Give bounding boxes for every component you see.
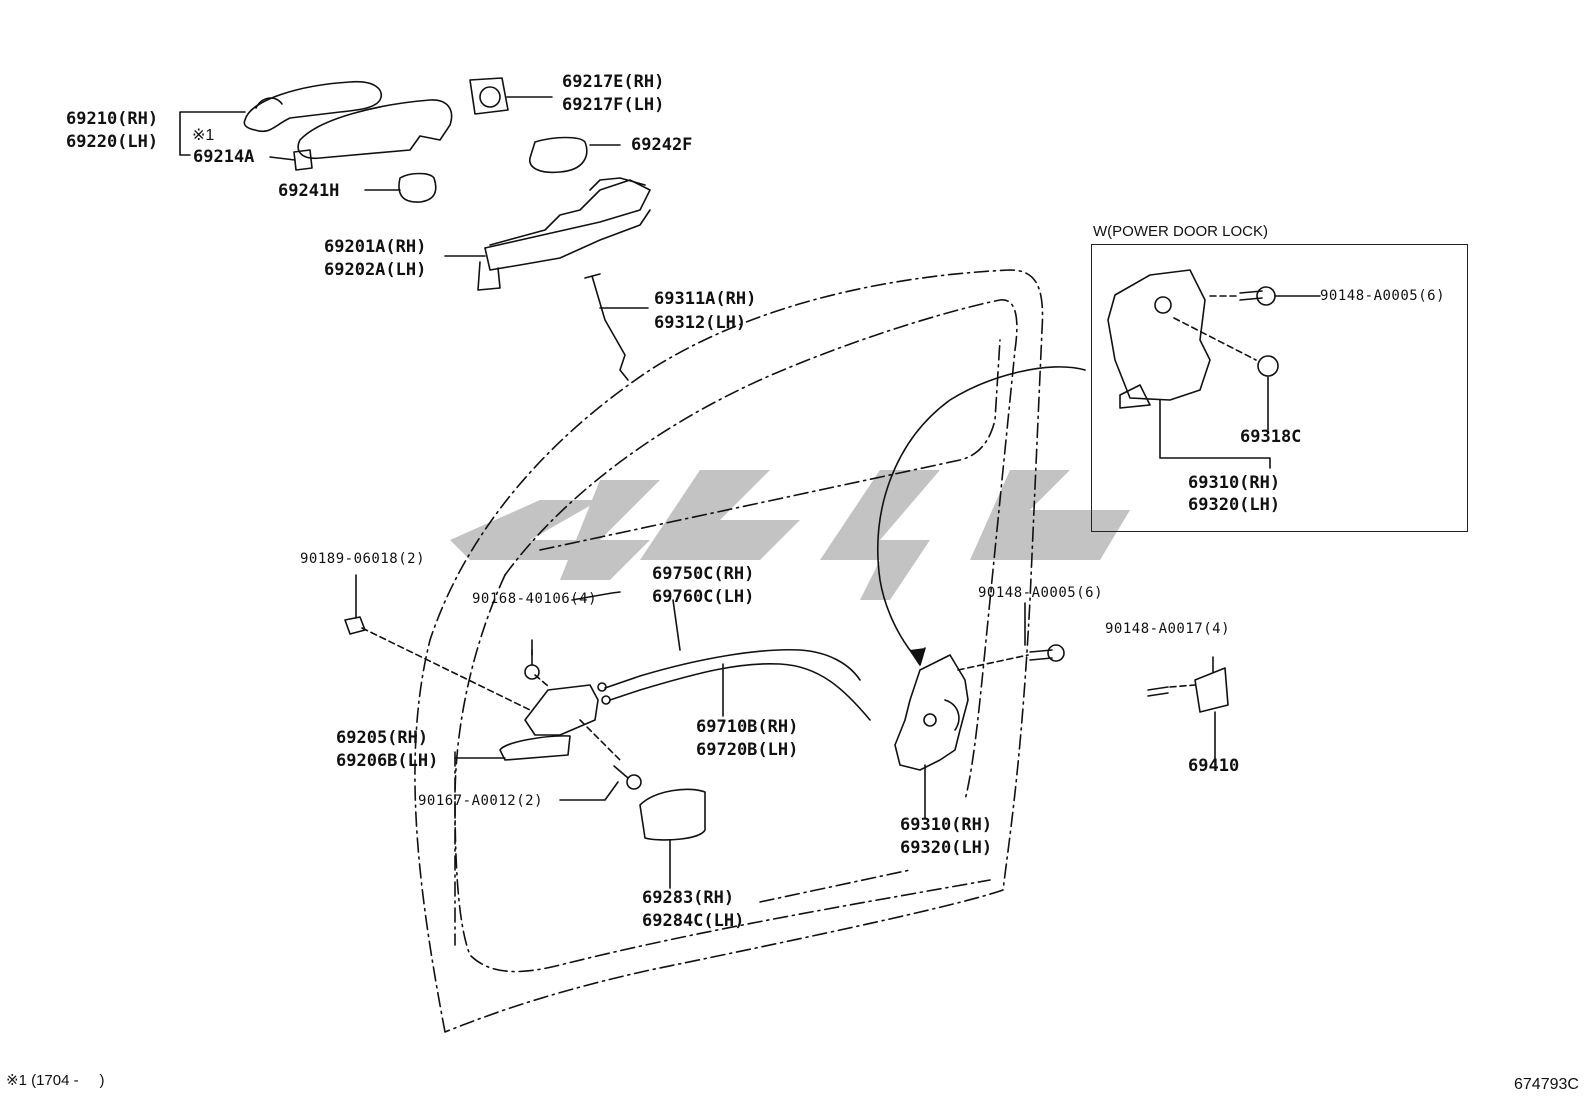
inset-part-label[interactable]: 69318C — [1240, 427, 1302, 447]
inset-lock-drawing — [1107, 269, 1321, 469]
cable-b-rh-label[interactable]: 69710B(RH) — [696, 717, 799, 737]
leader-lines — [179, 96, 1216, 889]
striker-label[interactable]: 69410 — [1188, 756, 1240, 776]
window-frame — [539, 339, 1001, 551]
clip-label[interactable]: 90189-06018(2) — [300, 551, 426, 567]
door-lock-drawing — [894, 654, 969, 771]
footer-note: ※1 (1704 - ) — [6, 1072, 105, 1089]
cable-a-lh-label[interactable]: 69760C(LH) — [652, 587, 755, 607]
inset-title: W(POWER DOOR LOCK) — [1093, 223, 1268, 240]
cover-rh-label[interactable]: 69283(RH) — [642, 888, 735, 908]
phantom-leaders — [454, 751, 911, 946]
cap-rh-label[interactable]: 69217E(RH) — [562, 72, 665, 92]
screw-a-label[interactable]: 90168-40106(4) — [472, 591, 598, 607]
inner-handle-lh-label[interactable]: 69206B(LH) — [336, 751, 439, 771]
cover-drawing — [639, 788, 706, 841]
inset-lock-lh-label[interactable]: 69320(LH) — [1188, 495, 1281, 515]
diagram-code: 674793C — [1514, 1076, 1579, 1093]
assembly-lines — [361, 627, 1196, 761]
inset-screw-label[interactable]: 90148-A0005(6) — [1320, 288, 1446, 304]
inside-handle-drawing — [499, 684, 599, 761]
cable-a-rh-label[interactable]: 69750C(RH) — [652, 564, 755, 584]
rod-rh-label[interactable]: 69311A(RH) — [654, 289, 757, 309]
cap-lh-label[interactable]: 69217F(LH) — [562, 95, 665, 115]
lock-rh-label[interactable]: 69310(RH) — [900, 815, 993, 835]
lock-lh-label[interactable]: 69320(LH) — [900, 838, 993, 858]
rod-lh-label[interactable]: 69312(LH) — [654, 313, 747, 333]
handle-rh-label[interactable]: 69210(RH) — [66, 109, 159, 129]
screw-drawings — [524, 644, 1169, 790]
routing-arrow — [877, 366, 1086, 661]
door-rod-drawing — [584, 273, 629, 381]
clip-drawing — [344, 616, 366, 635]
screw-b-label[interactable]: 90148-A0005(6) — [978, 585, 1104, 601]
rear-pad-label[interactable]: 69241H — [278, 181, 340, 201]
cable-b-lh-label[interactable]: 69720B(LH) — [696, 740, 799, 760]
door-outline — [414, 269, 1044, 1033]
watermark — [450, 470, 1130, 600]
outside-handle-drawing — [243, 80, 453, 171]
inset-lock-rh-label[interactable]: 69310(RH) — [1188, 473, 1281, 493]
power-door-lock-inset — [1091, 244, 1468, 532]
note-mark: ※1 — [192, 127, 215, 144]
frame-rh-label[interactable]: 69201A(RH) — [324, 237, 427, 257]
inner-handle-rh-label[interactable]: 69205(RH) — [336, 728, 429, 748]
frame-lh-label[interactable]: 69202A(LH) — [324, 260, 427, 280]
striker-drawing — [1194, 667, 1229, 713]
cable-drawings — [597, 648, 871, 721]
lock-cylinder-cap-drawing — [469, 77, 509, 115]
handle-lh-label[interactable]: 69220(LH) — [66, 132, 159, 152]
front-pad-label[interactable]: 69242F — [631, 135, 693, 155]
rear-pad-drawing — [398, 172, 437, 203]
screw-d-label[interactable]: 90167-A0012(2) — [418, 793, 544, 809]
front-pad-drawing — [529, 136, 588, 174]
screw-c-label[interactable]: 90148-A0017(4) — [1105, 621, 1231, 637]
handle-sub-label[interactable]: 69214A — [193, 147, 255, 167]
cover-lh-label[interactable]: 69284C(LH) — [642, 911, 745, 931]
handle-frame-drawing — [477, 177, 651, 291]
